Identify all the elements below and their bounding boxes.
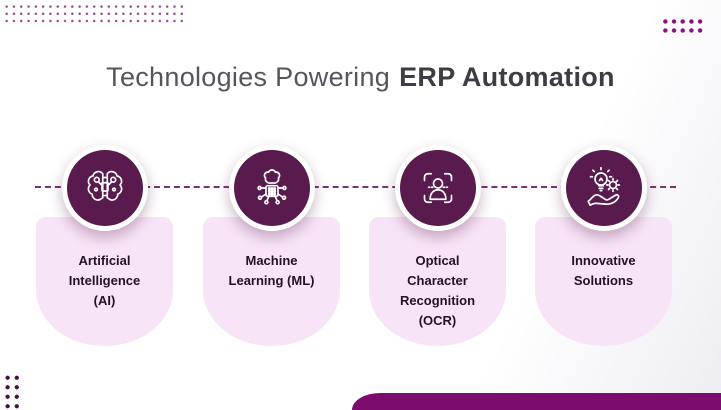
tech-item-innovation: Innovative Solutions [535,145,672,346]
accent-bottom-bar [352,393,721,410]
tech-card: Optical Character Recognition (OCR) [369,217,506,346]
circle-badge [394,145,481,231]
dot-grid-top-right [661,17,704,33]
tech-item-ml: Machine Learning (ML) [203,145,340,346]
dot-grid-bottom-left [3,373,19,409]
machine-learning-chip-icon [256,169,287,205]
dashed-connector-line [35,186,676,188]
tech-item-ai: Artificial Intelligence (AI) [36,145,173,346]
circle-badge [560,145,647,231]
ai-brain-icon [87,170,122,201]
tech-card: Artificial Intelligence (AI) [36,217,173,346]
tech-card-label: Innovative Solutions [571,253,636,288]
page-title: Technologies Powering ERP Automation [0,62,721,93]
tech-item-ocr: Optical Character Recognition (OCR) [369,145,506,346]
tech-card: Machine Learning (ML) [203,217,340,346]
tech-card: Innovative Solutions [535,217,672,346]
innovation-lightbulb-hand-icon [586,166,620,207]
circle-badge [228,145,315,231]
dot-grid-top-left [3,3,187,23]
tech-card-label: Artificial Intelligence (AI) [68,253,141,308]
page-title-regular: Technologies Powering [106,62,391,92]
ocr-scan-person-icon [423,172,452,204]
tech-card-label: Machine Learning (ML) [228,253,315,288]
page-title-bold: ERP Automation [399,62,615,92]
tech-card-label: Optical Character Recognition (OCR) [399,253,476,328]
circle-badge [61,145,148,231]
